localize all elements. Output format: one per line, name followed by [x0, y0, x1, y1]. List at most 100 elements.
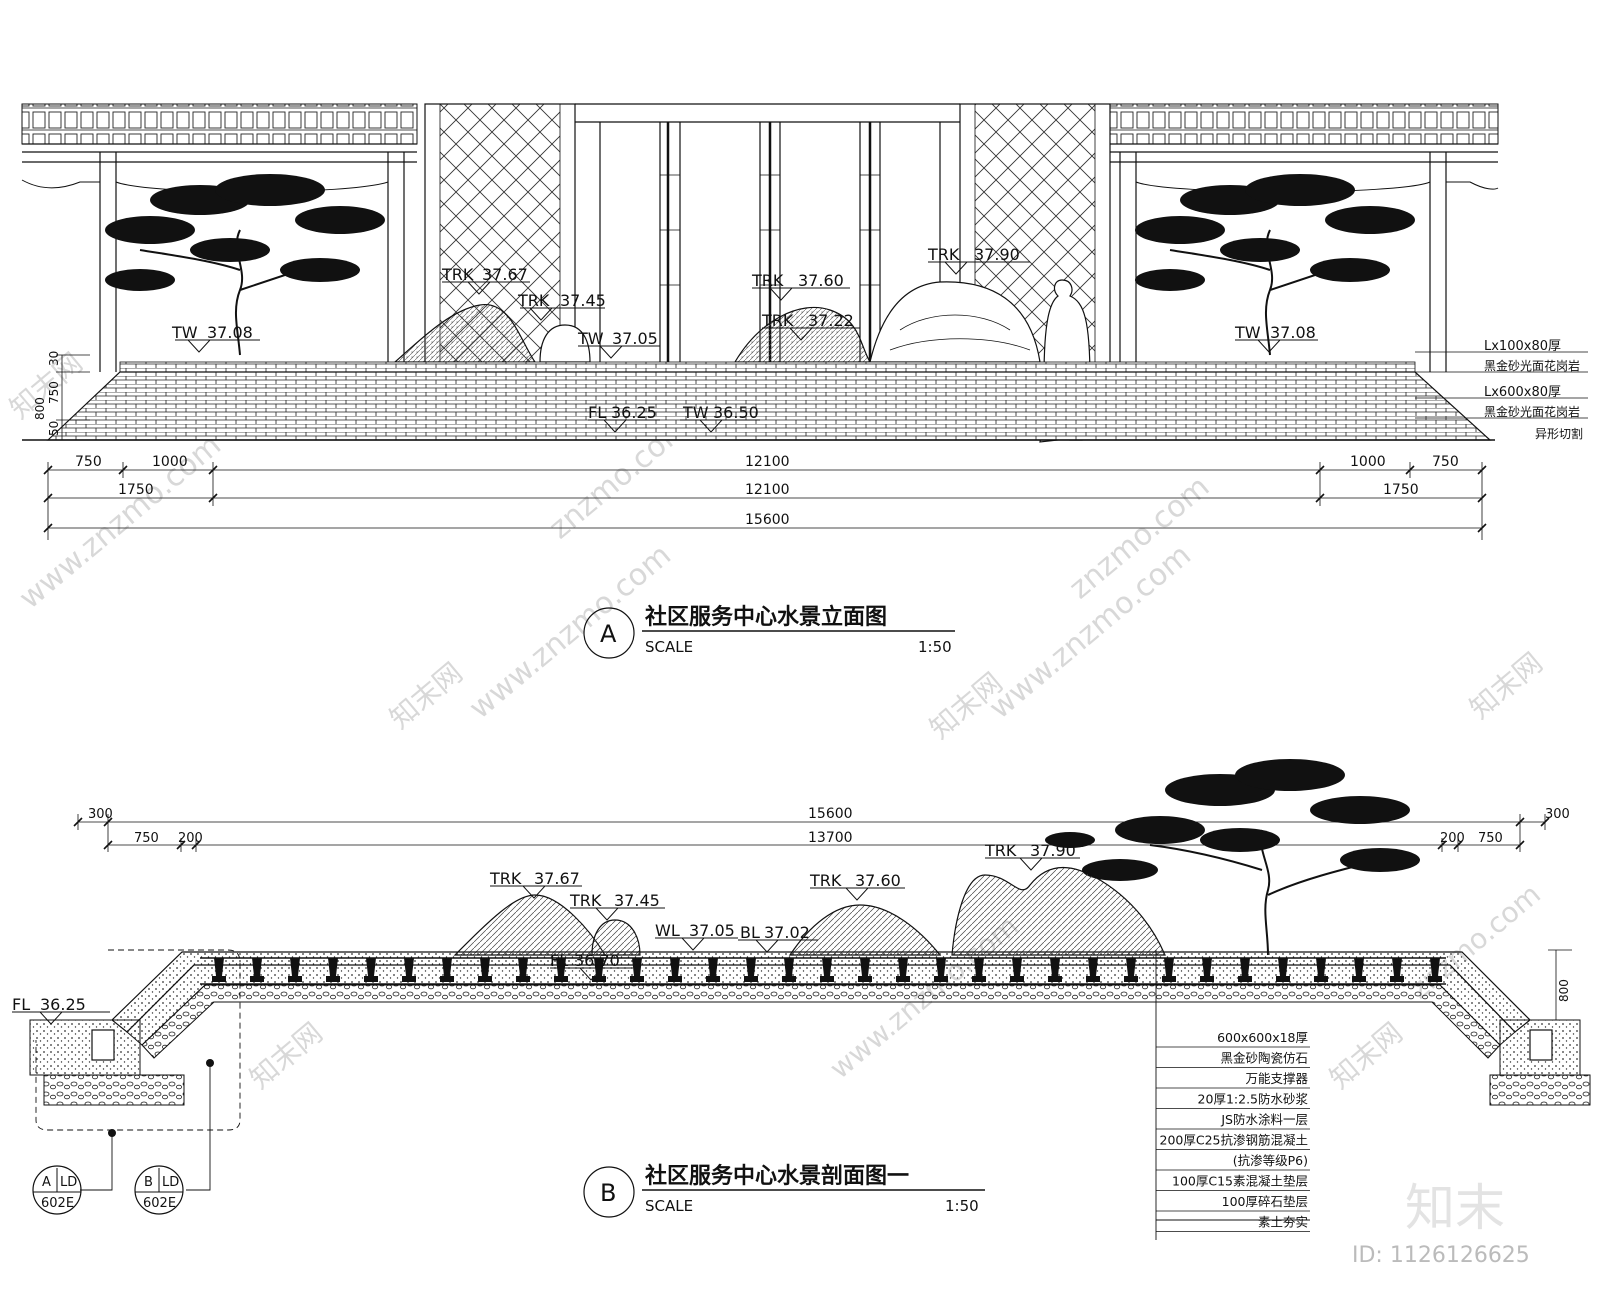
elevation-mark-fl: FL 36.25 — [588, 403, 660, 433]
section-rock-1 — [453, 894, 607, 956]
corner-id: ID: 1126126625 — [1352, 1243, 1530, 1268]
right-roof-tiles — [1107, 103, 1499, 145]
detail-refs: A LD 602E B LD 602E — [32, 1059, 214, 1215]
section-dim-total: 15600 — [808, 806, 853, 822]
pedestal-support — [1048, 958, 1062, 982]
section-mark-wl: WL 37.05 — [655, 921, 738, 951]
dim-row1-4: 750 — [1432, 454, 1459, 470]
section-rock-2 — [591, 919, 641, 956]
section-dim-left-1: 750 — [134, 831, 159, 846]
detail-ref-b: B LD 602E — [134, 1165, 184, 1215]
svg-text:37.08: 37.08 — [207, 323, 253, 342]
svg-text:TW: TW — [171, 323, 198, 342]
svg-text:TW: TW — [1234, 323, 1261, 342]
pedestal-support — [1162, 958, 1176, 982]
pedestal-support — [1124, 958, 1138, 982]
elevation-mark-trk-3: TRK 37.60 — [751, 271, 850, 301]
section-title-block: B 社区服务中心水景剖面图一 SCALE 1:50 — [583, 1163, 985, 1218]
pedestal-support — [440, 958, 454, 982]
svg-text:37.45: 37.45 — [560, 291, 606, 310]
note-4: 黑金砂光面花岗岩 — [1484, 404, 1580, 419]
elevation-mark-trk-5: TRK 37.90 — [927, 245, 1030, 275]
svg-text:37.90: 37.90 — [974, 245, 1020, 264]
svg-text:TW: TW — [682, 403, 709, 422]
layer-label: 万能支撑器 — [1245, 1071, 1308, 1086]
elevation-mark-tw-2: TW 37.05 — [577, 329, 660, 359]
pedestal-support — [326, 958, 340, 982]
svg-text:602E: 602E — [143, 1196, 176, 1211]
svg-text:37.05: 37.05 — [689, 921, 735, 940]
section-dim-left-0: 300 — [88, 807, 113, 822]
elevation-mark-trk-2: TRK 37.45 — [517, 291, 606, 321]
layer-label: 素土夯实 — [1258, 1215, 1308, 1230]
svg-text:37.60: 37.60 — [798, 271, 844, 290]
pavilion-columns — [99, 152, 1447, 372]
watermark-brand-5: 知末网 — [243, 1016, 329, 1095]
elevation-mark-trk-4: TRK 37.22 — [761, 311, 860, 341]
svg-text:TRK: TRK — [984, 841, 1017, 860]
pedestal-support — [820, 958, 834, 982]
rock-left — [393, 304, 537, 363]
layer-label: 20厚1:2.5防水砂浆 — [1198, 1092, 1309, 1107]
pedestal-support — [630, 958, 644, 982]
elevation-mark-tw-1: TW 37.08 — [171, 323, 260, 353]
watermark-brand-2: 知末网 — [383, 656, 469, 735]
svg-text:FL: FL — [550, 951, 568, 970]
pedestal-support — [250, 958, 264, 982]
right-pine-tree — [1135, 174, 1415, 356]
dim-row1-2: 12100 — [745, 454, 790, 470]
pedestal-support — [858, 958, 872, 982]
title-letter-b: B — [600, 1179, 616, 1207]
svg-text:36.50: 36.50 — [713, 403, 759, 422]
layer-label: 200厚C25抗渗钢筋混凝土 — [1160, 1133, 1309, 1148]
elevation-mark-tw-4: TW 36.50 — [680, 403, 760, 433]
section-rock-3 — [788, 904, 942, 956]
elevation-mark-tw-3: TW 37.08 — [1234, 323, 1318, 353]
pedestal-support — [1086, 958, 1100, 982]
svg-text:37.02: 37.02 — [764, 923, 810, 942]
corner-brand: 知末 — [1405, 1179, 1505, 1237]
watermark-brand-4: 知末网 — [1463, 646, 1549, 725]
note-5: 异形切割 — [1535, 426, 1583, 441]
layer-callouts: 600x600x18厚黑金砂陶瓷仿石万能支撑器20厚1:2.5防水砂浆JS防水涂… — [1155, 950, 1310, 1240]
pedestal-support — [1428, 958, 1442, 982]
title-letter-a: A — [600, 620, 617, 648]
pedestal-support — [1238, 958, 1252, 982]
pedestal-support — [1276, 958, 1290, 982]
svg-text:FL: FL — [12, 995, 30, 1014]
dim-row1-3: 1000 — [1350, 454, 1386, 470]
svg-text:TRK: TRK — [569, 891, 602, 910]
pedestal-support — [1352, 958, 1366, 982]
layer-label: 黑金砂陶瓷仿石 — [1220, 1051, 1308, 1066]
left-roof-tiles — [21, 103, 418, 145]
section-mark-trk-3: TRK 37.60 — [809, 871, 905, 901]
svg-text:TRK: TRK — [761, 311, 794, 330]
svg-text:FL: FL — [588, 403, 606, 422]
svg-text:LD: LD — [162, 1175, 179, 1190]
rock-middle — [733, 306, 872, 363]
section-title: 社区服务中心水景剖面图一 — [645, 1163, 909, 1189]
layer-label: (抗渗等级P6) — [1233, 1153, 1308, 1168]
section-pine-tree — [1045, 759, 1420, 956]
layer-rules: 600x600x18厚黑金砂陶瓷仿石万能支撑器20厚1:2.5防水砂浆JS防水涂… — [1156, 1030, 1310, 1232]
dim-row2-0: 1750 — [118, 482, 154, 498]
section-dim-inner: 13700 — [808, 830, 853, 846]
pedestal-support — [554, 958, 568, 982]
svg-text:36.25: 36.25 — [611, 403, 657, 422]
section-height-dim: 800 — [1557, 979, 1571, 1002]
elevation-vertical-dims: 30 750 800 50 — [33, 351, 90, 441]
section-dimensions: 300 750 200 15600 13700 300 200 750 — [73, 806, 1570, 852]
svg-text:602E: 602E — [41, 1196, 74, 1211]
dim-row2-1: 12100 — [745, 482, 790, 498]
svg-text:50: 50 — [47, 421, 61, 436]
eave-beams — [22, 143, 1498, 163]
svg-text:BL: BL — [740, 923, 760, 942]
elevation-scale-value: 1:50 — [918, 638, 952, 656]
layer-label: 100厚碎石垫层 — [1222, 1194, 1308, 1209]
dim-row2-2: 1750 — [1383, 482, 1419, 498]
svg-text:A: A — [42, 1175, 51, 1190]
dim-total: 15600 — [745, 512, 790, 528]
layer-label: JS防水涂料一层 — [1220, 1112, 1308, 1127]
elevation-title-block: A 社区服务中心水景立面图 SCALE 1:50 — [583, 604, 955, 659]
